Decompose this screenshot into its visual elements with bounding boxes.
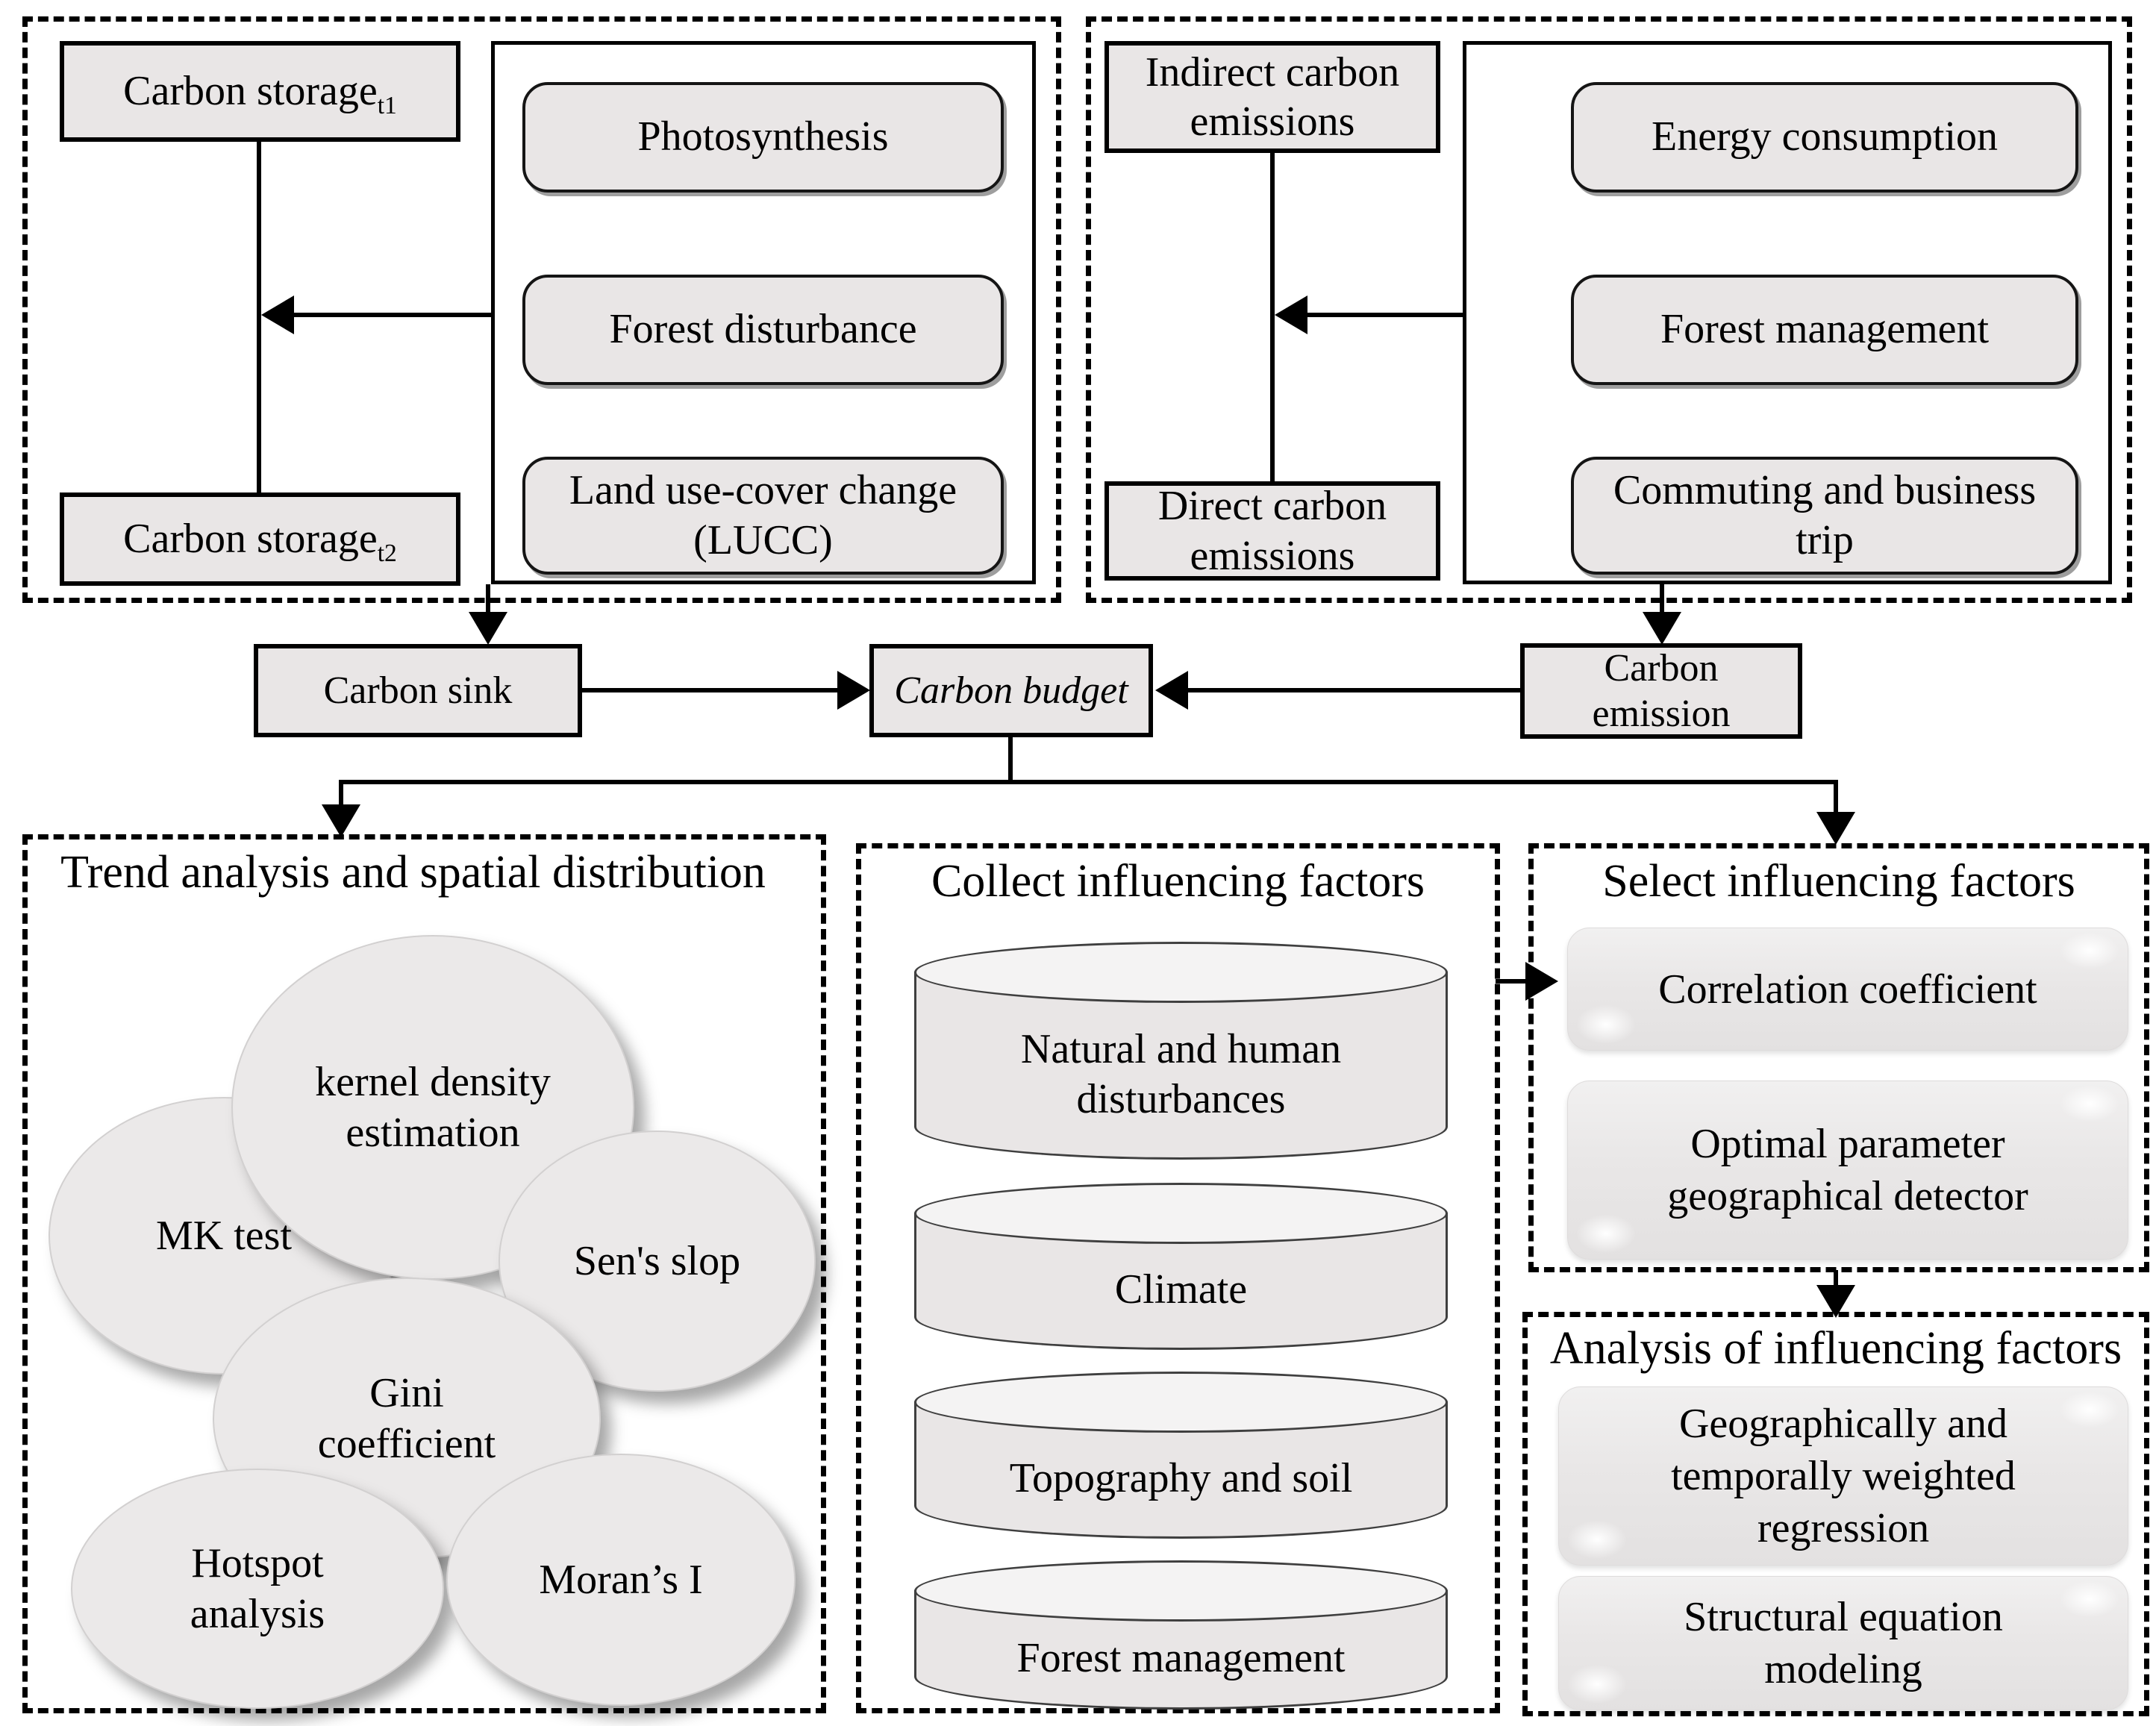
panel-analysis-factors xyxy=(1522,1312,2149,1716)
arrow-budget-to-trend-line xyxy=(339,780,343,808)
select-title: Select influencing factors xyxy=(1602,856,2075,907)
arrow-emissions-to-emission-head xyxy=(1643,612,1681,645)
arrow-processes-to-storage-head xyxy=(261,296,294,334)
carbon-budget-box: Carbon budget xyxy=(869,644,1153,737)
opgd-button: Optimal parameter geographical detector xyxy=(1567,1081,2128,1260)
photosynthesis-label: Photosynthesis xyxy=(637,113,889,160)
carbon-storage-t1-subscript: t1 xyxy=(377,92,397,120)
panel-collect-factors xyxy=(856,843,1500,1713)
arrow-storage-to-sink-line xyxy=(486,584,490,616)
forest-management-label: Forest management xyxy=(1660,306,1990,353)
cylinder-natural-human-body xyxy=(914,972,1448,1160)
connector-indirect-direct-line xyxy=(1270,153,1275,481)
arrow-emissions-to-emission-line xyxy=(1660,584,1664,616)
arrow-collect-to-select-line xyxy=(1496,979,1527,984)
collect-title: Collect influencing factors xyxy=(931,856,1425,907)
forest-disturbance-label: Forest disturbance xyxy=(609,306,917,353)
arrow-budget-to-select-head xyxy=(1816,812,1855,845)
arrow-sink-to-budget-line xyxy=(582,688,840,692)
morans-i-label: Moran’s I xyxy=(539,1556,703,1603)
ellipse-hotspot: Hotspot analysis xyxy=(71,1469,444,1709)
cylinder-climate: Climate xyxy=(914,1183,1448,1350)
forest-management-box: Forest management xyxy=(1571,275,2078,385)
sem-label: Structural equation modeling xyxy=(1684,1594,2003,1692)
photosynthesis-box: Photosynthesis xyxy=(522,82,1004,193)
carbon-budget-label: Carbon budget xyxy=(894,669,1128,712)
carbon-storage-t1-box: Carbon storaget1 xyxy=(60,41,460,142)
analysis-title: Analysis of influencing factors xyxy=(1549,1323,2122,1374)
lucc-label: Land use-cover change (LUCC) xyxy=(569,466,957,563)
energy-consumption-label: Energy consumption xyxy=(1651,113,1999,160)
indirect-emissions-label: Indirect carbon emissions xyxy=(1145,49,1400,145)
hotspot-label: Hotspot analysis xyxy=(190,1539,325,1637)
energy-consumption-box: Energy consumption xyxy=(1571,82,2078,193)
gini-label: Gini coefficient xyxy=(317,1369,496,1467)
panel-trend-analysis xyxy=(22,834,826,1713)
lucc-box: Land use-cover change (LUCC) xyxy=(522,457,1004,575)
cylinder-forest-management: Forest management xyxy=(914,1560,1448,1710)
sem-button: Structural equation modeling xyxy=(1558,1576,2128,1710)
cylinder-natural-human: Natural and human disturbances xyxy=(914,942,1448,1160)
panel-carbon-emissions xyxy=(1086,16,2132,603)
direct-emissions-box: Direct carbon emissions xyxy=(1104,481,1440,581)
arrow-budget-to-select-line xyxy=(1834,780,1838,814)
sens-slop-label: Sen's slop xyxy=(573,1237,741,1284)
cylinder-topography-soil-cap xyxy=(914,1372,1448,1433)
arrow-storage-to-sink-head xyxy=(469,612,507,645)
carbon-storage-t2-label: Carbon storage xyxy=(123,516,378,563)
carbon-emission-box: Carbon emission xyxy=(1520,643,1802,739)
carbon-emission-label: Carbon emission xyxy=(1592,646,1731,735)
arrow-emission-to-budget-line xyxy=(1187,688,1520,692)
connector-t1-t2-line xyxy=(257,142,261,493)
cylinder-climate-cap xyxy=(914,1183,1448,1244)
ellipse-morans-i: Moran’s I xyxy=(446,1454,796,1706)
correlation-coefficient-label: Correlation coefficient xyxy=(1658,966,2037,1013)
carbon-sink-label: Carbon sink xyxy=(323,669,513,712)
gtwr-label: Geographically and temporally weighted r… xyxy=(1671,1401,2016,1551)
indirect-emissions-box: Indirect carbon emissions xyxy=(1104,41,1440,153)
carbon-sink-box: Carbon sink xyxy=(254,644,582,737)
forest-management-factor-label: Forest management xyxy=(1016,1635,1346,1682)
cylinder-natural-human-cap xyxy=(914,942,1448,1003)
arrow-emission-to-budget-head xyxy=(1155,671,1188,710)
cylinder-forest-management-cap xyxy=(914,1560,1448,1622)
commuting-label: Commuting and business trip xyxy=(1613,466,2037,563)
budget-elbow-line xyxy=(341,780,1838,784)
arrow-processes-to-storage-line xyxy=(293,313,491,317)
carbon-storage-t1-label: Carbon storage xyxy=(123,68,378,115)
trend-title: Trend analysis and spatial distribution xyxy=(60,847,766,898)
arrow-processes-to-emissions-head xyxy=(1275,296,1307,334)
arrow-sink-to-budget-head xyxy=(837,671,870,710)
panel-carbon-storage xyxy=(22,16,1061,603)
correlation-coefficient-button: Correlation coefficient xyxy=(1567,928,2128,1051)
gtwr-button: Geographically and temporally weighted r… xyxy=(1558,1386,2128,1566)
panel-select-factors xyxy=(1528,843,2149,1272)
arrow-processes-to-emissions-line xyxy=(1306,313,1463,317)
carbon-storage-t2-subscript: t2 xyxy=(377,540,397,568)
forest-disturbance-box: Forest disturbance xyxy=(522,275,1004,385)
commuting-box: Commuting and business trip xyxy=(1571,457,2078,575)
arrow-select-to-analysis-line xyxy=(1834,1270,1838,1289)
kernel-density-label: kernel density estimation xyxy=(315,1058,551,1156)
natural-human-label: Natural and human disturbances xyxy=(1020,1025,1342,1122)
climate-label: Climate xyxy=(1114,1266,1248,1313)
cylinder-topography-soil: Topography and soil xyxy=(914,1372,1448,1539)
direct-emissions-label: Direct carbon emissions xyxy=(1157,483,1387,579)
arrow-budget-to-trend-head xyxy=(322,804,360,837)
budget-drop-line xyxy=(1008,737,1013,782)
carbon-storage-t2-box: Carbon storaget2 xyxy=(60,493,460,586)
mk-test-label: MK test xyxy=(156,1212,292,1259)
topography-soil-label: Topography and soil xyxy=(1009,1455,1353,1502)
opgd-label: Optimal parameter geographical detector xyxy=(1667,1121,2028,1219)
